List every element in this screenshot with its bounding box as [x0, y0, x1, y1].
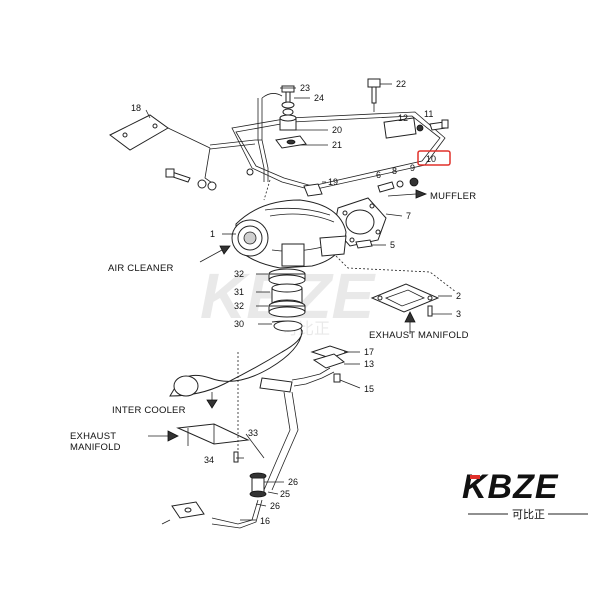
- callout-2: 2: [456, 291, 461, 301]
- nut-5: [355, 239, 373, 249]
- callout-26b: 26: [270, 501, 280, 511]
- leader-lines: [145, 83, 457, 525]
- nut-19: [303, 183, 323, 197]
- callout-13: 13: [364, 359, 374, 369]
- callout-34: 34: [204, 455, 214, 465]
- callout-16: 16: [260, 516, 270, 526]
- component-labels: MUFFLER AIR CLEANER EXHAUST MANIFOLD INT…: [70, 191, 476, 453]
- callout-10: 10: [426, 154, 436, 164]
- logo-accent-bar: [470, 475, 480, 479]
- bolt-22: [367, 78, 381, 112]
- callout-17: 17: [364, 347, 374, 357]
- callout-22: 22: [396, 79, 406, 89]
- callout-15: 15: [364, 384, 374, 394]
- callout-numbers: 1 2 3 5 6 7 8 9 10 11 12 13 15 16 17 18 …: [131, 79, 461, 526]
- callout-19: 19: [328, 177, 338, 187]
- intercooler-pipe: [169, 320, 303, 397]
- callout-1: 1: [210, 229, 215, 239]
- callout-31: 31: [234, 287, 244, 297]
- callout-21: 21: [332, 140, 342, 150]
- callout-25: 25: [280, 489, 290, 499]
- turbocharger: [231, 199, 347, 269]
- callout-5: 5: [390, 240, 395, 250]
- label-air-cleaner: AIR CLEANER: [108, 263, 174, 274]
- callout-7: 7: [406, 211, 411, 221]
- callout-3: 3: [456, 309, 461, 319]
- callout-18: 18: [131, 103, 141, 113]
- callout-33: 33: [248, 428, 258, 438]
- label-muffler: MUFFLER: [430, 191, 476, 202]
- bolt-nuts-left: [165, 168, 217, 191]
- callout-20: 20: [332, 125, 342, 135]
- bolts-6-8-9: [377, 177, 419, 193]
- callout-6: 6: [376, 170, 381, 180]
- callout-23: 23: [300, 83, 310, 93]
- lower-pipe: [171, 472, 267, 529]
- callout-32b: 32: [234, 301, 244, 311]
- callout-9: 9: [410, 163, 415, 173]
- callout-10-highlight: 10: [417, 150, 451, 166]
- callout-26a: 26: [288, 477, 298, 487]
- flange-7: [333, 197, 387, 247]
- callout-24: 24: [314, 93, 324, 103]
- bracket-18: [109, 114, 216, 186]
- callout-11: 11: [424, 109, 433, 119]
- bolt-11-12: [416, 119, 449, 132]
- callout-12: 12: [398, 113, 408, 123]
- label-exhaust-manifold-left-1: EXHAUST: [70, 431, 116, 442]
- direction-arrows: [148, 189, 428, 442]
- logo-cjk: 可比正: [512, 508, 545, 521]
- kbze-logo: KBZE 可比正: [462, 468, 588, 521]
- label-inter-cooler: INTER COOLER: [112, 405, 186, 416]
- label-exhaust-manifold: EXHAUST MANIFOLD: [369, 330, 469, 341]
- callout-8: 8: [392, 166, 397, 176]
- drain-pipe: [259, 345, 350, 491]
- logo-latin: KBZE: [462, 468, 559, 506]
- bearing-stack: [268, 268, 306, 318]
- callout-30: 30: [234, 319, 244, 329]
- stack-20-24: [275, 85, 307, 149]
- hanger-rod: [209, 93, 283, 182]
- label-exhaust-manifold-left-2: MANIFOLD: [70, 442, 121, 453]
- gasket-2: [370, 283, 440, 317]
- callout-32a: 32: [234, 269, 244, 279]
